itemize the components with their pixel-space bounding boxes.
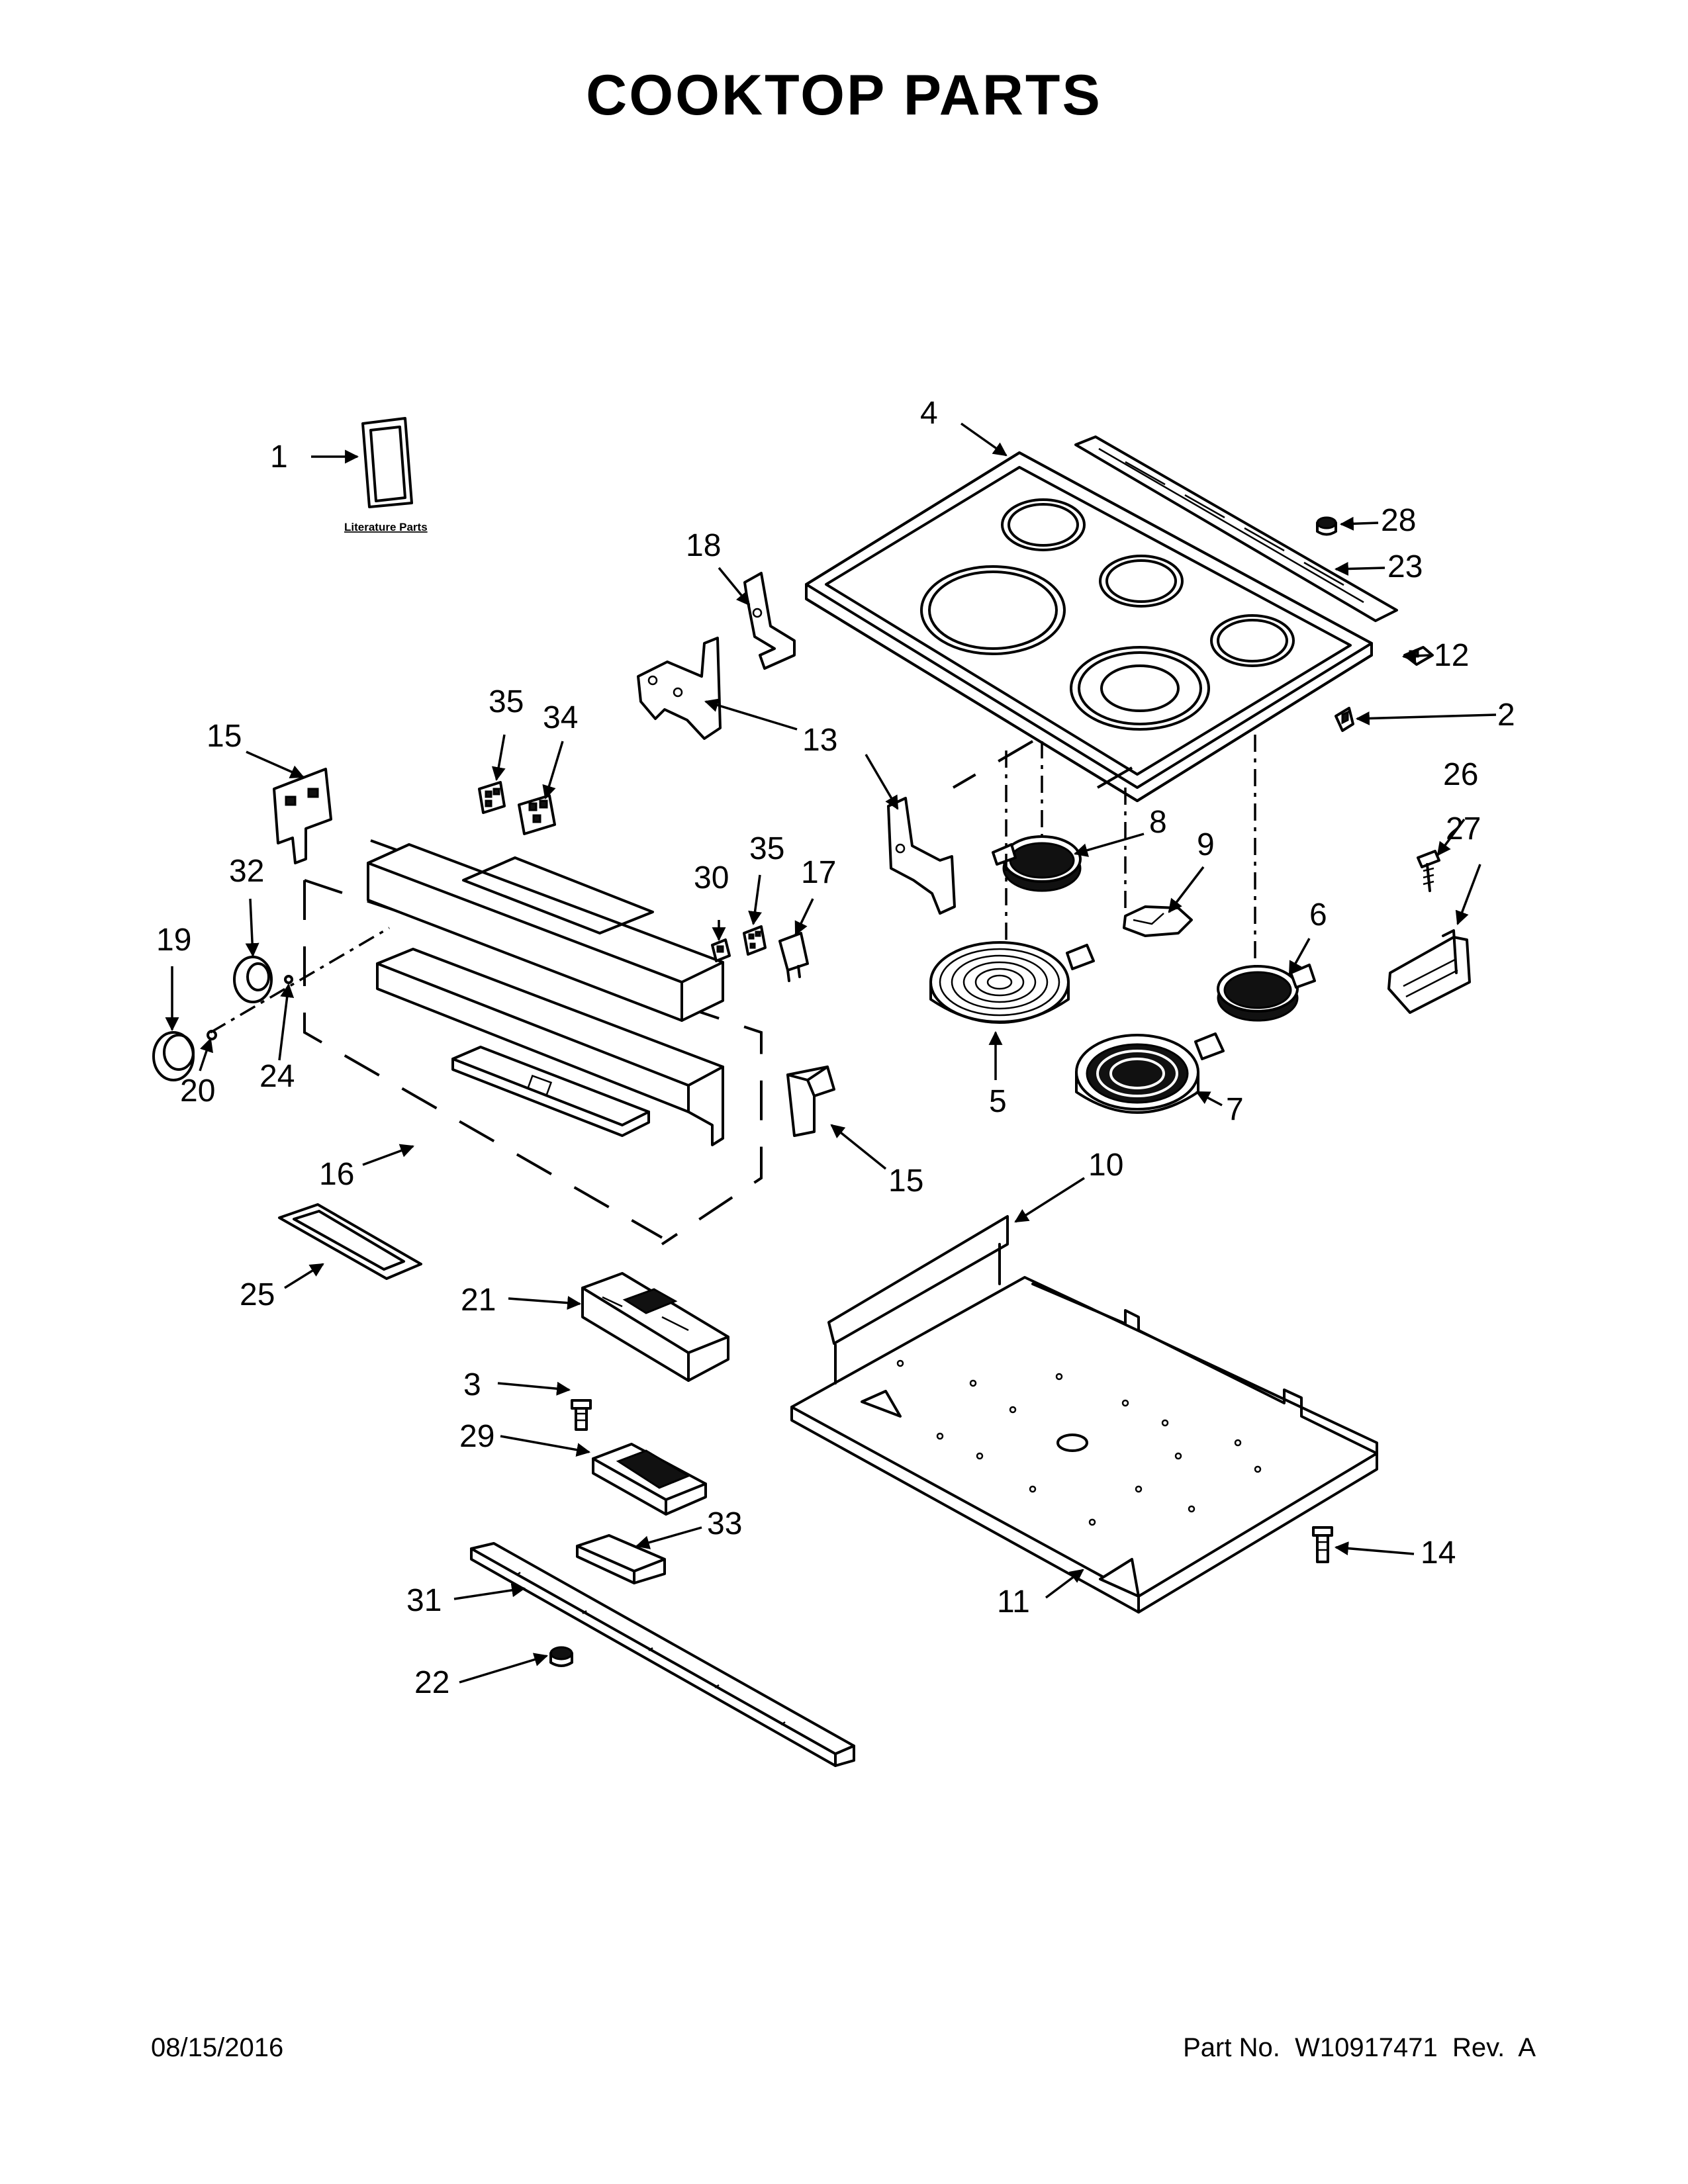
callout-labels: 1 4 28 23 18 12 35 34 2 15 13 26 27 8 9 …	[156, 396, 1515, 1700]
footer-part-number: Part No. W10917471 Rev. A	[1183, 2033, 1536, 2062]
part-32-bezel	[233, 956, 273, 1003]
console-assembly	[303, 839, 763, 1246]
part-26-screw	[1417, 850, 1440, 892]
callout-6: 6	[1309, 897, 1327, 933]
callout-15-upper: 15	[207, 719, 242, 754]
callout-11: 11	[997, 1584, 1030, 1619]
part-8-element	[992, 835, 1082, 892]
part-24-spring	[284, 975, 293, 984]
callout-21: 21	[461, 1283, 496, 1318]
callout-2: 2	[1497, 698, 1515, 733]
part-13-bracket-left	[637, 637, 722, 740]
callout-24: 24	[259, 1059, 295, 1094]
part-33-plate	[576, 1534, 666, 1584]
callout-32: 32	[229, 854, 264, 889]
part-30-small	[711, 938, 731, 962]
callout-35-mid: 35	[749, 831, 784, 866]
knob-alignment-line	[210, 927, 390, 1034]
part-31-rail	[470, 1542, 855, 1767]
part-23-trim	[1074, 435, 1398, 622]
callout-16: 16	[319, 1157, 354, 1192]
callout-7: 7	[1226, 1092, 1244, 1127]
footer-date: 08/15/2016	[151, 2033, 284, 2062]
callout-14: 14	[1421, 1535, 1456, 1570]
callout-22: 22	[414, 1665, 449, 1700]
part-15-board-upper	[273, 768, 332, 864]
part-6-element	[1217, 964, 1316, 1022]
part-18-bracket	[743, 572, 796, 670]
literature-parts-label: Literature Parts	[344, 521, 428, 533]
part-2-bracket	[1335, 707, 1354, 732]
part-4-cooktop-glass	[805, 451, 1373, 802]
callout-13: 13	[802, 723, 837, 758]
part-35-relay-mid	[743, 925, 767, 956]
callout-25: 25	[240, 1277, 275, 1312]
callout-19: 19	[156, 923, 191, 958]
callout-30: 30	[694, 860, 729, 895]
part-22-grommet	[549, 1646, 573, 1667]
part-21-control-board	[581, 1272, 729, 1382]
part-29-board	[592, 1443, 707, 1516]
page-title: COOKTOP PARTS	[586, 64, 1102, 127]
part-10-11-frame	[790, 1215, 1378, 1614]
element-alignment-lines	[1005, 735, 1256, 966]
callout-33: 33	[707, 1506, 742, 1541]
part-5-coil-element	[929, 941, 1095, 1024]
callout-34: 34	[543, 700, 578, 735]
part-13-bracket-right	[887, 797, 956, 915]
callout-23: 23	[1387, 549, 1423, 584]
callout-4: 4	[920, 396, 938, 431]
callout-9: 9	[1197, 827, 1215, 862]
leader-lines	[165, 422, 1497, 1684]
part-17-switch	[778, 932, 809, 982]
callout-20: 20	[180, 1073, 215, 1109]
part-7-element	[1075, 1032, 1225, 1114]
callout-17: 17	[801, 855, 836, 890]
part-25-gasket	[278, 1203, 422, 1280]
callout-31: 31	[406, 1583, 442, 1618]
callout-29: 29	[459, 1419, 494, 1454]
callout-15-lower: 15	[888, 1163, 923, 1199]
callout-35-top: 35	[489, 684, 524, 719]
part-27-bracket	[1387, 929, 1471, 1014]
part-14-screw	[1312, 1526, 1333, 1563]
callout-10: 10	[1088, 1148, 1123, 1183]
part-28-grommet	[1316, 516, 1337, 536]
callout-3: 3	[463, 1367, 481, 1402]
callout-1: 1	[270, 439, 288, 475]
callout-26: 26	[1443, 757, 1478, 792]
part-34-relay	[518, 794, 556, 835]
part-35-relay-top	[478, 781, 506, 814]
callout-8: 8	[1149, 805, 1167, 840]
cooktop-dashed-guides	[952, 740, 1133, 789]
callout-5: 5	[989, 1084, 1007, 1119]
part-15-spacer-lower	[786, 1066, 835, 1137]
part-19-knob	[152, 1031, 195, 1081]
callout-27: 27	[1446, 811, 1481, 846]
callout-12: 12	[1434, 638, 1469, 673]
part-1-literature: Literature Parts	[344, 417, 428, 533]
part-3-screw	[571, 1399, 592, 1431]
callout-28: 28	[1381, 503, 1416, 538]
part-9-plate	[1123, 905, 1193, 937]
callout-18: 18	[686, 528, 721, 563]
